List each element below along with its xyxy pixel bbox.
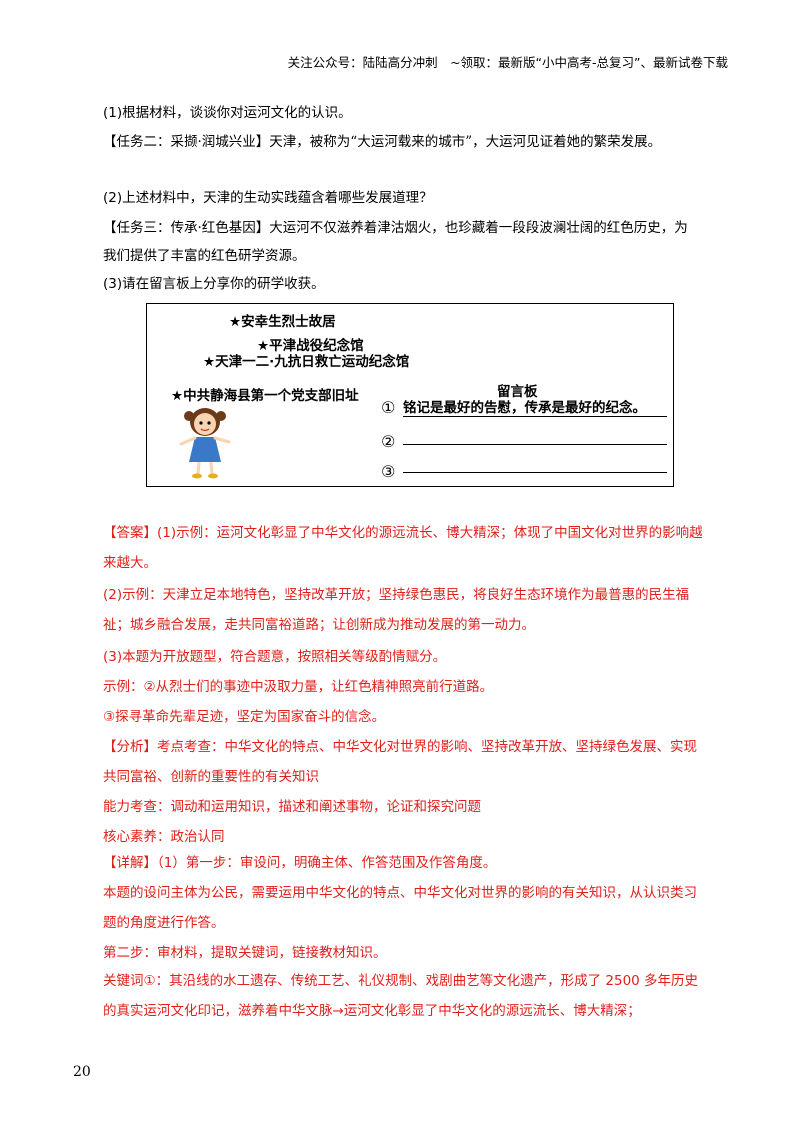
question-3: (3)请在留言板上分享你的研学收获。 xyxy=(103,276,325,292)
note-number-1: ① xyxy=(381,398,396,417)
note-line-1 xyxy=(403,416,667,417)
analysis-paragraph: 【分析】考点考查：中华文化的特点、中华文化对世界的影响、坚持改革开放、坚持绿色发… xyxy=(103,739,697,785)
answer-paragraph-1: 【答案】(1)示例：运河文化彰显了中华文化的源远流长、博大精深；体现了中国文化对… xyxy=(103,525,703,571)
question-2: (2)上述材料中，天津的生动实践蕴含着哪些发展道理？ xyxy=(103,190,433,206)
literacy-paragraph: 核心素养：政治认同 xyxy=(103,829,225,845)
note-number-3: ③ xyxy=(381,462,396,481)
girl-illustration xyxy=(179,408,231,479)
question-1: (1)根据材料，谈谈你对运河文化的认识。 xyxy=(103,105,352,121)
note-title: 留言板 xyxy=(497,384,538,400)
page-number: 20 xyxy=(73,1064,91,1080)
keyword-paragraph: 关键词①：其沿线的水工遗存、传统工艺、礼仪规制、戏剧曲艺等文化遗产，形成了 25… xyxy=(103,973,699,1019)
site-2: ★平津战役纪念馆 xyxy=(257,338,364,354)
page-header: 关注公众号：陆陆高分冲刺 ~领取：最新版“小中高考-总复习”、最新试卷下载 xyxy=(287,55,728,70)
detail-step-1: 【详解】（1）第一步：审设问，明确主体、作答范围及作答角度。 xyxy=(103,855,497,871)
task-3-line1: 【任务三：传承·红色基因】大运河不仅滋养着津沽烟火，也珍藏着一段段波澜壮阔的红色… xyxy=(103,220,688,236)
ability-paragraph: 能力考查：调动和运用知识，描述和阐述事物，论证和探究问题 xyxy=(103,799,481,815)
site-1: ★安幸生烈士故居 xyxy=(229,314,336,330)
answer-paragraph-2: (2)示例：天津立足本地特色，坚持改革开放；坚持绿色惠民，将良好生态环境作为最普… xyxy=(103,587,690,633)
site-4: ★中共静海县第一个党支部旧址 xyxy=(171,388,359,404)
task-3-line2: 我们提供了丰富的红色研学资源。 xyxy=(103,248,306,264)
note-line-3 xyxy=(403,472,667,473)
task-2: 【任务二：采撷·润城兴业】天津，被称为“大运河载来的城市”，大运河见证着她的繁荣… xyxy=(103,134,662,150)
detail-paragraph: 本题的设问主体为公民，需要运用中华文化的特点、中华文化对世界的影响的有关知识，从… xyxy=(103,885,697,931)
answer-paragraph-5: ③探寻革命先辈足迹，坚定为国家奋斗的信念。 xyxy=(103,709,386,725)
message-board-figure: ★安幸生烈士故居 ★平津战役纪念馆 ★天津一二·九抗日救亡运动纪念馆 ★中共静海… xyxy=(146,303,674,487)
site-3: ★天津一二·九抗日救亡运动纪念馆 xyxy=(203,354,410,370)
answer-paragraph-4: 示例：②从烈士们的事迹中汲取力量，让红色精神照亮前行道路。 xyxy=(103,679,494,695)
answer-paragraph-3: (3)本题为开放题型，符合题意，按照相关等级酌情赋分。 xyxy=(103,649,447,665)
note-text-1: 铭记是最好的告慰，传承是最好的纪念。 xyxy=(403,400,646,416)
note-number-2: ② xyxy=(381,432,396,451)
detail-step-2: 第二步：审材料，提取关键词，链接教材知识。 xyxy=(103,945,387,961)
note-line-2 xyxy=(403,444,667,445)
